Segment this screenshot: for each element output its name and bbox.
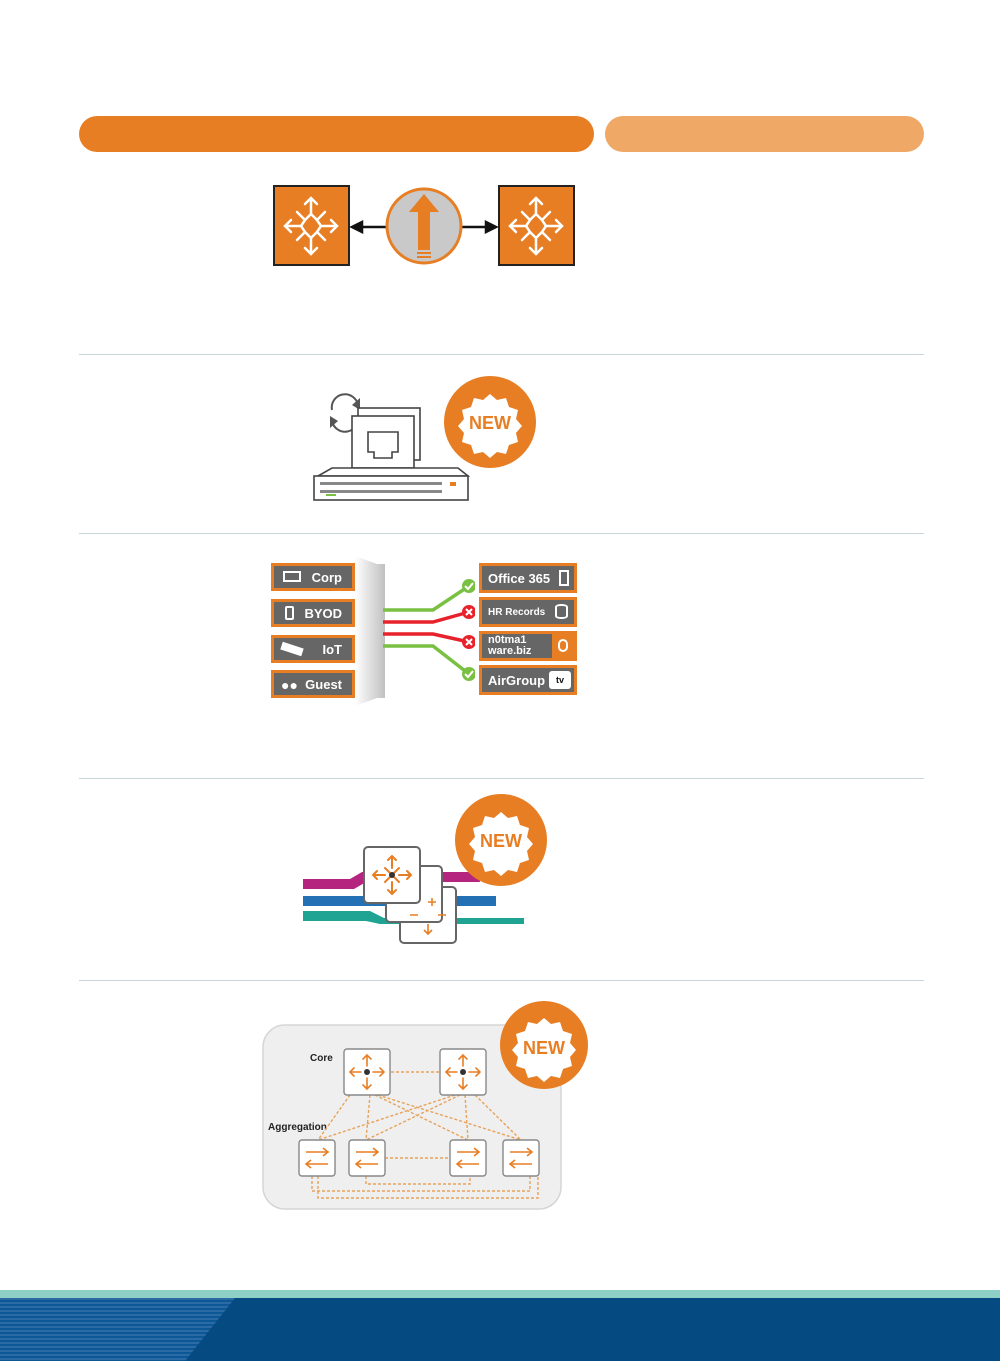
device-label-text: BYOD xyxy=(304,605,342,621)
new-badge: NEW xyxy=(444,376,536,468)
aggregation-switch xyxy=(298,1139,336,1177)
section-divider xyxy=(79,778,924,779)
office-icon xyxy=(559,570,569,586)
app-label-text: n0tma1 ware.biz xyxy=(488,634,532,657)
app-label-text: AirGroup xyxy=(488,672,546,688)
monitor-icon xyxy=(283,571,301,582)
device-label-text: IoT xyxy=(322,641,343,657)
topology-links xyxy=(311,1071,539,1199)
topology-diagram: Core Aggregation xyxy=(262,1001,588,1210)
upgrade-arrow-icon xyxy=(385,187,463,265)
device-label-text: Corp xyxy=(311,569,342,585)
switch-chassis xyxy=(313,467,471,501)
ethernet-port-icon xyxy=(351,407,421,469)
switch-icon-left xyxy=(273,185,350,266)
app-label-airgroup: AirGroup tv xyxy=(479,665,577,695)
new-badge-label: NEW xyxy=(480,831,522,851)
core-switch-1 xyxy=(343,1048,391,1096)
new-badge-label: NEW xyxy=(523,1038,565,1058)
switch-icon-right xyxy=(498,185,575,266)
aggregation-switch xyxy=(449,1139,487,1177)
section-divider xyxy=(79,533,924,534)
app-label-malware: n0tma1 ware.biz xyxy=(479,631,577,661)
app-label-hr-records: HR Records xyxy=(479,597,577,627)
aggregation-switch xyxy=(348,1139,386,1177)
bug-icon xyxy=(558,639,568,652)
allow-path xyxy=(383,584,471,676)
deny-path xyxy=(383,610,470,644)
aggregation-label: Aggregation xyxy=(268,1122,327,1133)
new-badge: NEW xyxy=(500,1001,588,1089)
device-label-byod: BYOD xyxy=(271,599,355,627)
stacking-diagram: NEW xyxy=(303,794,547,944)
database-shield-icon xyxy=(555,604,568,619)
device-label-iot: IoT xyxy=(271,635,355,663)
double-arrow xyxy=(349,219,499,235)
upgrade-diagram xyxy=(273,185,575,266)
section-divider xyxy=(79,354,924,355)
new-badge-label: NEW xyxy=(469,413,511,433)
header-bar-primary xyxy=(79,116,594,152)
users-icon: ●● xyxy=(281,677,298,693)
app-label-text: HR Records xyxy=(488,606,546,618)
footer-band xyxy=(0,1298,1000,1361)
apple-tv-icon: tv xyxy=(549,671,571,689)
camera-icon xyxy=(280,641,304,657)
new-badge: NEW xyxy=(455,794,547,886)
device-label-guest: ●● Guest xyxy=(271,670,355,698)
app-label-text: Office 365 xyxy=(488,570,551,586)
footer-stripe xyxy=(0,1290,1000,1298)
core-label: Core xyxy=(310,1053,333,1064)
header-bar-secondary xyxy=(605,116,924,152)
policy-wall xyxy=(355,556,475,706)
switch-port-illustration: NEW xyxy=(313,376,536,501)
app-label-office365: Office 365 xyxy=(479,563,577,593)
section-divider xyxy=(79,980,924,981)
device-label-text: Guest xyxy=(305,676,342,692)
phone-icon xyxy=(285,606,294,620)
core-switch-2 xyxy=(439,1048,487,1096)
aggregation-switches xyxy=(298,1139,540,1177)
device-label-corp: Corp xyxy=(271,563,355,591)
status-icons xyxy=(462,579,475,681)
switch-stack xyxy=(363,846,457,944)
aggregation-switch xyxy=(502,1139,540,1177)
footer-pattern xyxy=(0,1298,235,1361)
